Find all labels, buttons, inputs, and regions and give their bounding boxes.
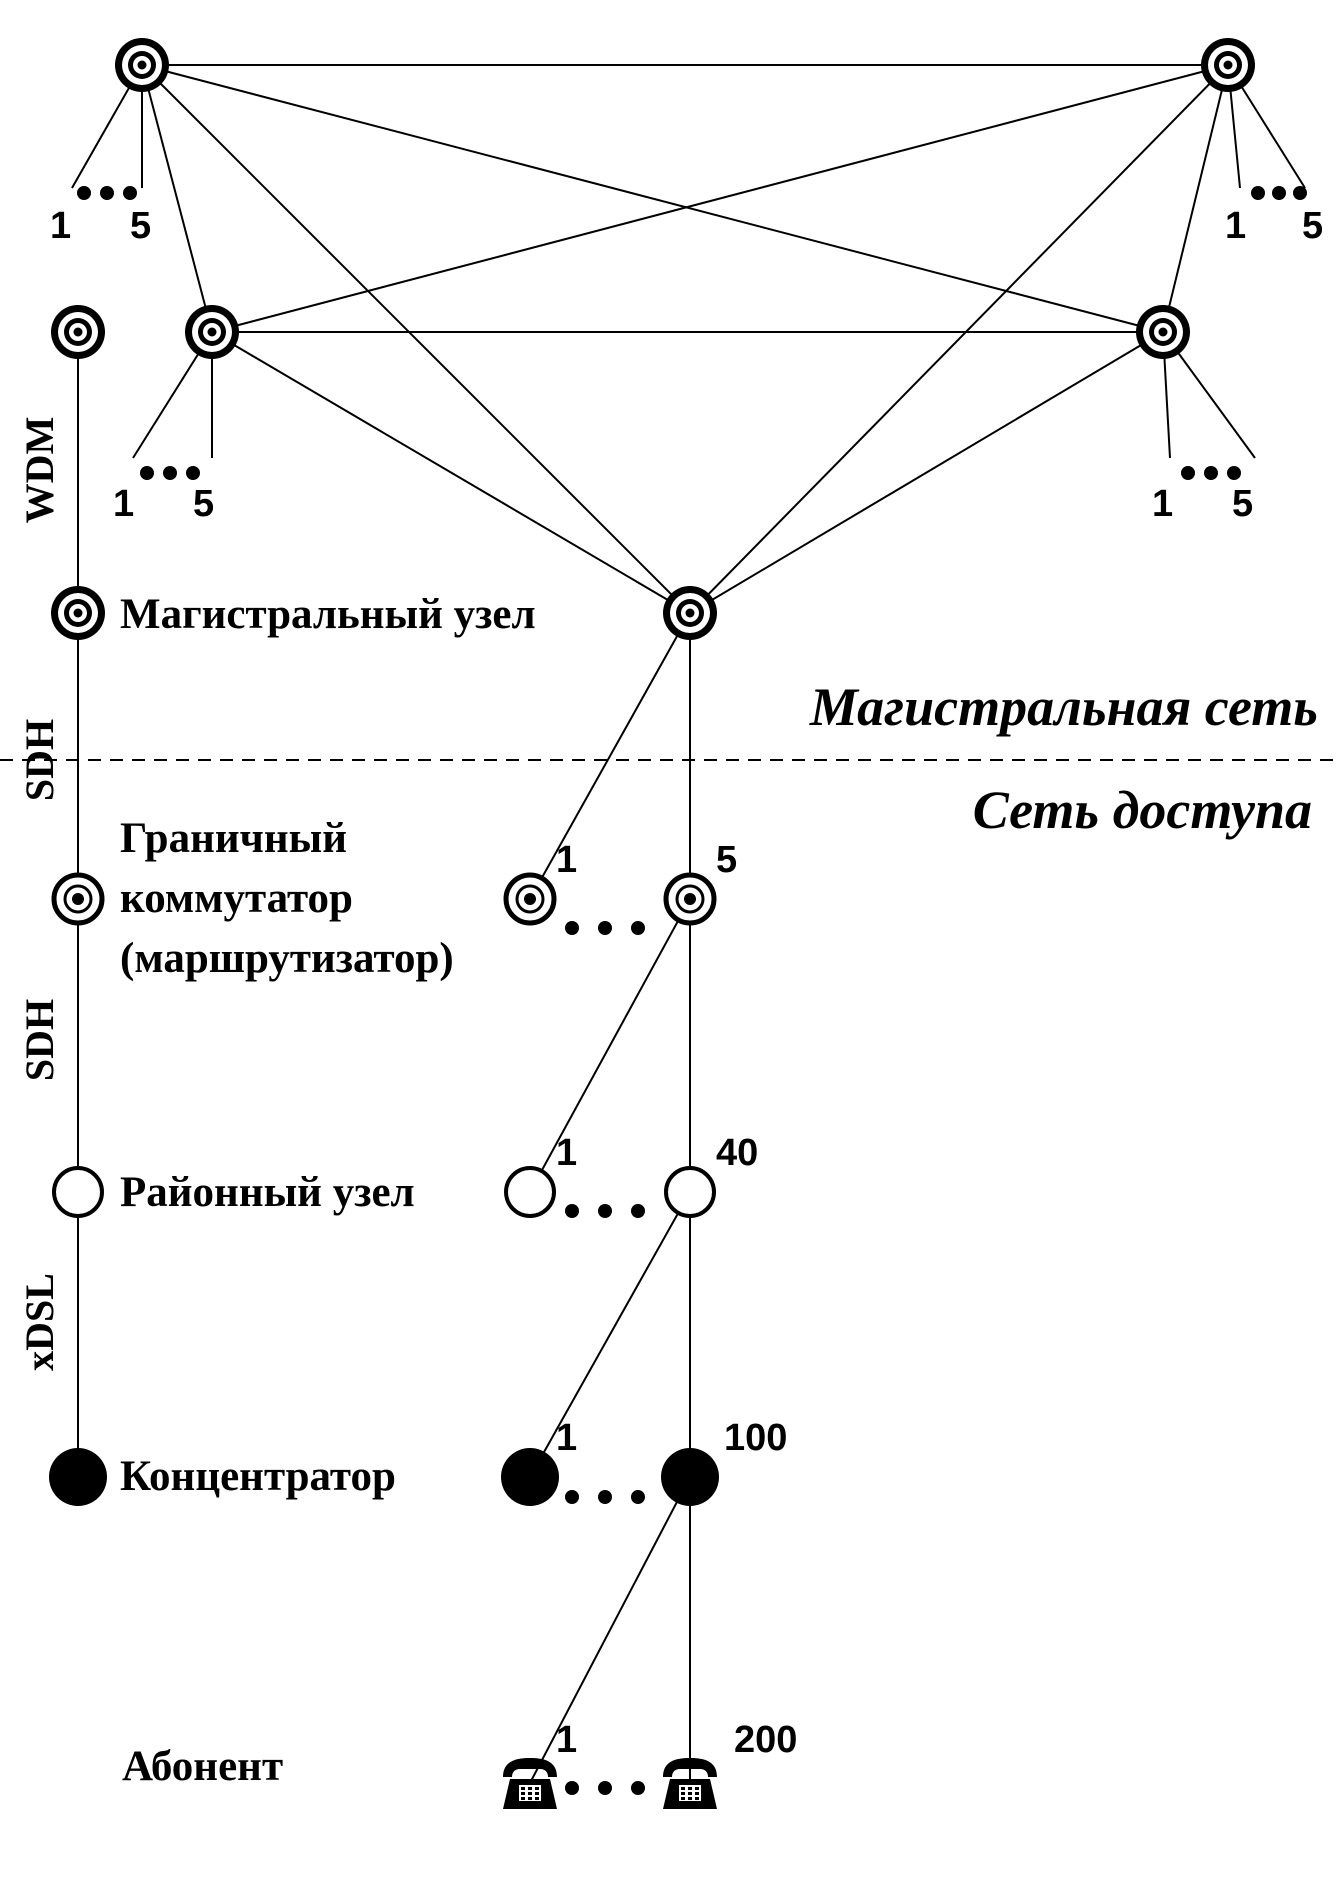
concentrator-icon <box>661 1448 719 1506</box>
backbone-node-icon <box>185 305 239 359</box>
edge-switch-icon <box>506 875 554 923</box>
concentrator-icon <box>501 1448 559 1506</box>
district-node-icon <box>504 1166 556 1218</box>
legend-label-edge-switch: коммутатор <box>120 875 353 922</box>
backbone-links <box>141 64 1229 614</box>
district-node-icon <box>52 1166 104 1218</box>
backbone-node-icon <box>1201 38 1255 92</box>
range-first-label: 1 <box>1152 483 1173 525</box>
legend-label-concentrator: Концентратор <box>120 1453 396 1500</box>
range-last-label: 5 <box>130 205 151 247</box>
legend-label-subscriber: Абонент <box>122 1743 283 1790</box>
backbone-node-icon <box>115 38 169 92</box>
range-first-label: 1 <box>556 1719 577 1761</box>
link-label-wdm: WDM <box>17 417 62 524</box>
concentrator-icon <box>49 1448 107 1506</box>
range-last-label: 5 <box>193 483 214 525</box>
tributary-stubs <box>71 64 1306 459</box>
backbone-node-icon <box>51 586 105 640</box>
ellipsis-dots <box>77 186 1307 1795</box>
range-first-label: 1 <box>556 839 577 881</box>
legend-label-edge-switch: Граничный <box>120 815 347 862</box>
range-last-label: 100 <box>724 1417 787 1459</box>
edge-switch-icon <box>666 875 714 923</box>
range-last-label: 200 <box>734 1719 797 1761</box>
backbone-node-icon <box>663 586 717 640</box>
link-label-sdh: SDH <box>17 719 62 801</box>
backbone-node-icon <box>1136 305 1190 359</box>
range-first-label: 1 <box>113 483 134 525</box>
range-first-label: 1 <box>556 1417 577 1459</box>
backbone-node-icon <box>51 305 105 359</box>
legend-label-district-node: Районный узел <box>120 1169 415 1216</box>
range-first-label: 1 <box>1225 205 1246 247</box>
legend-label-edge-switch: (маршрутизатор) <box>120 935 454 982</box>
link-label-xdsl: xDSL <box>17 1273 62 1371</box>
legend-label-backbone-node: Магистральный узел <box>120 591 536 638</box>
range-last-label: 40 <box>716 1132 758 1174</box>
link-label-sdh: SDH <box>17 999 62 1081</box>
range-first-label: 1 <box>556 1132 577 1174</box>
range-last-label: 5 <box>1302 205 1323 247</box>
edge-switch-icon <box>54 875 102 923</box>
zone-label-access: Сеть доступа <box>973 780 1312 840</box>
telephone-icon <box>503 1758 557 1809</box>
zone-label-backbone: Магистральная сеть <box>809 677 1318 737</box>
telephone-icon <box>663 1758 717 1809</box>
range-last-label: 5 <box>1232 483 1253 525</box>
range-last-label: 5 <box>716 839 737 881</box>
district-node-icon <box>664 1166 716 1218</box>
range-first-label: 1 <box>50 205 71 247</box>
